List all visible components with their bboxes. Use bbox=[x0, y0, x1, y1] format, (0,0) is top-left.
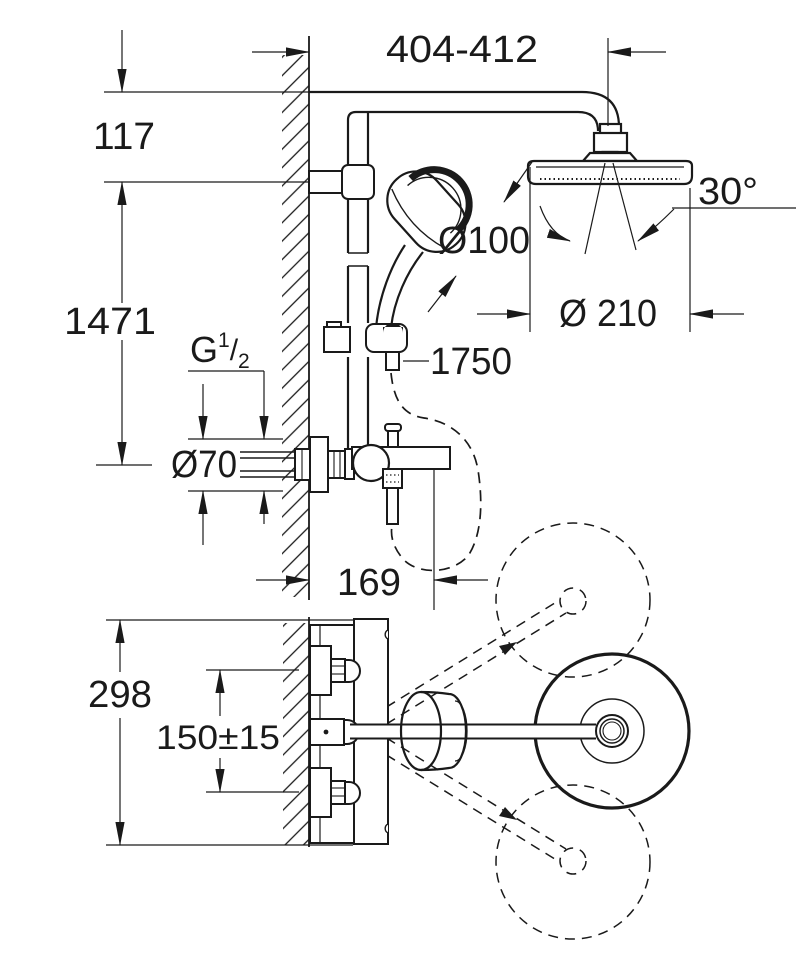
dimensions bbox=[96, 30, 796, 846]
riser-and-arm bbox=[309, 90, 621, 448]
shower-hose-dashed bbox=[390, 372, 482, 572]
bottom-view bbox=[283, 522, 691, 940]
dim-label-span-top: 404-412 bbox=[386, 29, 538, 71]
thread-sup: 1 bbox=[218, 329, 230, 352]
thread-sub: 2 bbox=[238, 350, 250, 373]
dim-label-offset-top: 117 bbox=[93, 116, 155, 158]
wall-section-plan bbox=[283, 617, 310, 847]
dim-label-escutcheon: Ø70 bbox=[171, 444, 237, 486]
inlet-union-bottom bbox=[309, 767, 361, 818]
supply-nipple bbox=[240, 448, 311, 481]
head-shower-swivel-down bbox=[495, 784, 651, 940]
escutcheon bbox=[309, 436, 329, 493]
thread-base: G bbox=[190, 329, 218, 370]
dim-label-swivel-angle: 30° bbox=[698, 171, 758, 213]
hand-shower-holder bbox=[323, 321, 408, 371]
dim-label-hose-length: 1750 bbox=[430, 341, 512, 383]
head-shower-plate bbox=[526, 159, 694, 186]
shower-arm-inner bbox=[346, 110, 600, 132]
swivel-arc-right bbox=[637, 208, 675, 242]
head-shower-ball-joint bbox=[592, 131, 629, 154]
hand-shower bbox=[374, 166, 473, 329]
dim-label-depth: 298 bbox=[88, 674, 152, 716]
front-view bbox=[104, 36, 694, 600]
hose-outlet bbox=[382, 468, 403, 489]
dimension-labels: 404-412 117 1471 G1/2 Ø70 Ø100 1750 Ø 21… bbox=[64, 29, 758, 757]
dim-label-hand-shower: Ø100 bbox=[438, 220, 530, 262]
dim-label-height-total: 1471 bbox=[64, 301, 156, 343]
dim-label-inlet-distance: 150±15 bbox=[156, 719, 280, 757]
hand-shower-face-rim bbox=[408, 166, 473, 234]
thread-slash: / bbox=[230, 334, 239, 367]
dim-label-spout: 169 bbox=[337, 562, 401, 604]
hose-nipple bbox=[385, 351, 400, 371]
dim-label-head-shower: Ø 210 bbox=[559, 293, 657, 335]
hand-shower-plan bbox=[399, 690, 468, 772]
shower-arm-plan bbox=[350, 723, 596, 740]
arm-hub-plan bbox=[595, 714, 629, 748]
mixer-plan bbox=[309, 618, 389, 845]
swivel-arc-left bbox=[539, 205, 571, 242]
wall-bracket bbox=[308, 164, 375, 200]
swivel-direction-arrow-down bbox=[499, 807, 517, 820]
hand-shower-handle bbox=[374, 244, 406, 329]
dim-label-thread: G1/2 bbox=[190, 329, 250, 373]
diverter-knob bbox=[384, 423, 402, 432]
reference-lines bbox=[104, 91, 309, 183]
head-shower bbox=[526, 122, 694, 186]
inlet-union-top bbox=[309, 645, 361, 696]
mixer-union bbox=[351, 443, 391, 483]
wall-section-front bbox=[282, 36, 310, 600]
head-shower-swivel-up bbox=[495, 522, 651, 678]
wall-hatching-front bbox=[282, 55, 309, 597]
wall-hatching-plan bbox=[283, 623, 309, 845]
swivel-direction-arrow-up bbox=[499, 642, 517, 655]
spray-indication bbox=[539, 162, 675, 255]
bath-mixer bbox=[309, 423, 451, 525]
